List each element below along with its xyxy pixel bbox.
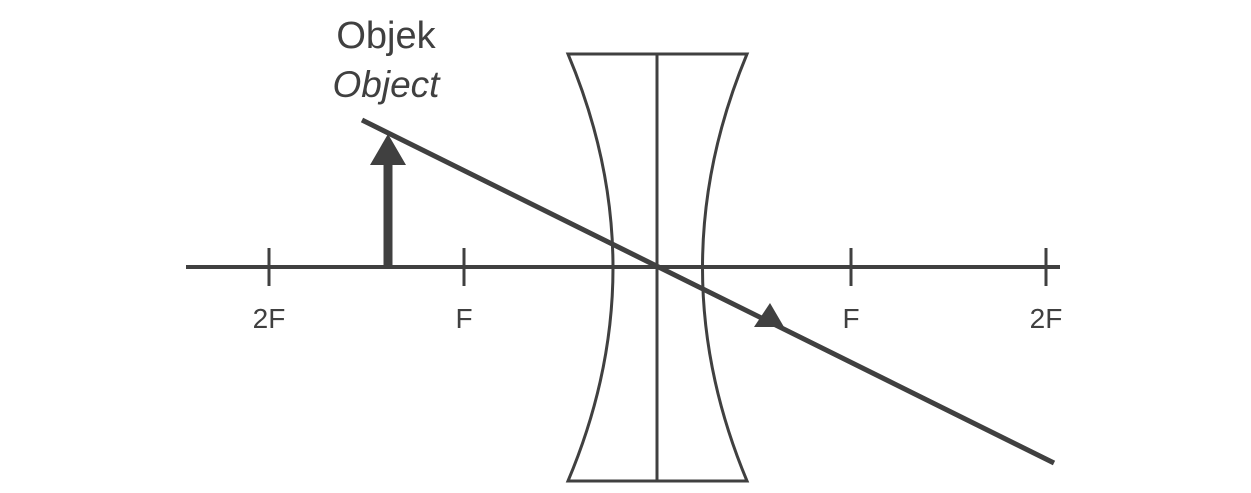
tick-label-right-2f: 2F (1030, 303, 1063, 334)
object-arrow-head (370, 134, 406, 165)
tick-label-right-f: F (842, 303, 859, 334)
object-label: Objek (336, 15, 436, 57)
ray-direction-arrowhead (754, 303, 784, 327)
object-label-translation: Object (333, 64, 442, 105)
tick-label-left-2f: 2F (253, 303, 286, 334)
tick-label-left-f: F (455, 303, 472, 334)
concave-lens (565, 52, 750, 483)
light-ray (360, 117, 1056, 466)
